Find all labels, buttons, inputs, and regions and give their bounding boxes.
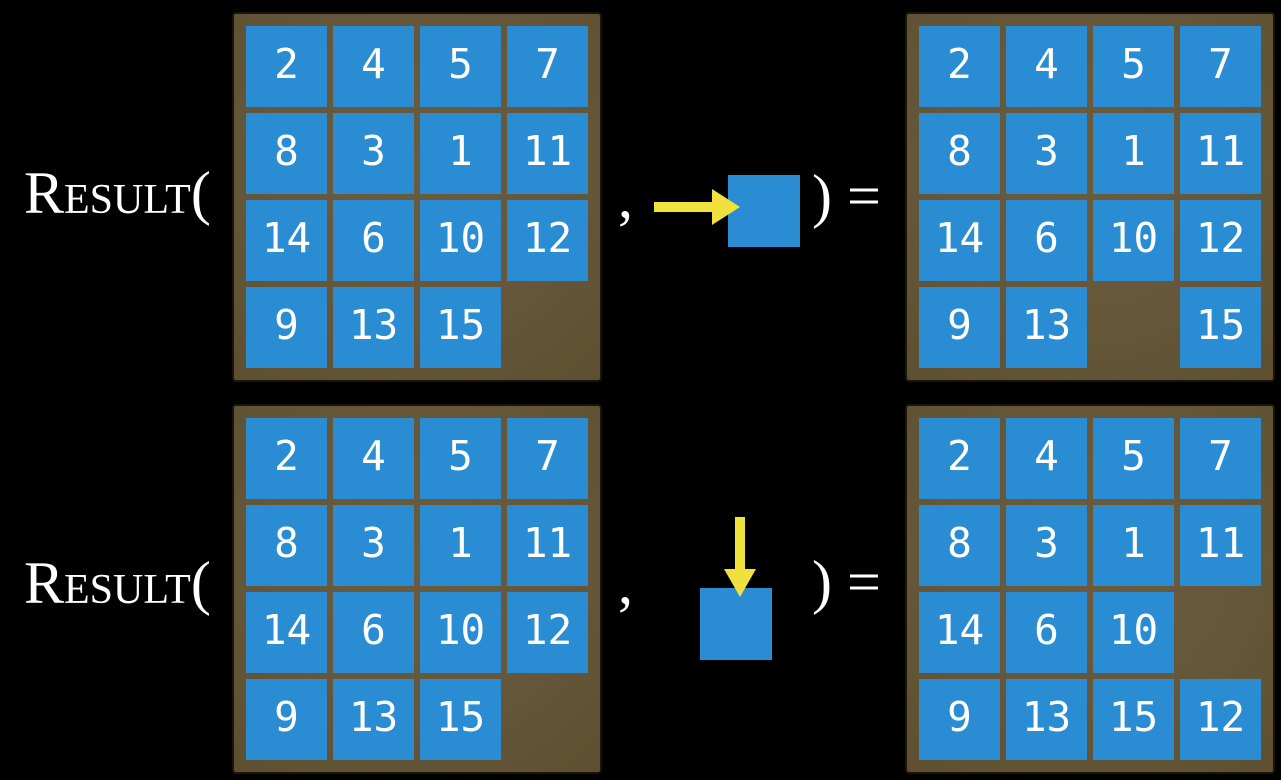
tile-11: 11 [507,505,588,586]
tile-5: 5 [1093,26,1174,107]
tile-2: 2 [919,418,1000,499]
close-paren-equals: ) = [812,549,881,615]
tile-13: 13 [333,679,414,760]
tile-12: 12 [507,200,588,281]
tile-4: 4 [1006,26,1087,107]
tile-2: 2 [246,418,327,499]
tile-2: 2 [919,26,1000,107]
empty-cell [1093,287,1174,368]
comma-separator: , [618,164,633,230]
tile-12: 12 [507,592,588,673]
tile-13: 13 [333,287,414,368]
tile-6: 6 [333,200,414,281]
tile-7: 7 [507,418,588,499]
result-function-label: Result( [24,160,211,226]
tile-11: 11 [507,113,588,194]
result-function-label: Result( [24,550,211,616]
tile-15: 15 [420,679,501,760]
tile-7: 7 [1180,418,1261,499]
comma-separator: , [618,550,633,616]
action-tile-square [728,175,800,247]
tile-3: 3 [1006,113,1087,194]
tile-9: 9 [246,287,327,368]
tile-4: 4 [333,418,414,499]
tile-1: 1 [420,505,501,586]
empty-cell [507,287,588,368]
tile-1: 1 [1093,505,1174,586]
empty-cell [1180,592,1261,673]
tile-3: 3 [333,505,414,586]
down-arrow-icon [724,517,756,597]
tile-9: 9 [919,679,1000,760]
tile-3: 3 [1006,505,1087,586]
tile-10: 10 [420,200,501,281]
tile-11: 11 [1180,505,1261,586]
tile-10: 10 [420,592,501,673]
tile-9: 9 [919,287,1000,368]
close-paren-equals: ) = [812,163,881,229]
tile-14: 14 [919,200,1000,281]
right-arrow-icon [654,189,740,225]
tile-10: 10 [1093,592,1174,673]
tile-15: 15 [1093,679,1174,760]
tile-15: 15 [420,287,501,368]
tile-13: 13 [1006,679,1087,760]
tile-1: 1 [1093,113,1174,194]
tile-10: 10 [1093,200,1174,281]
tile-9: 9 [246,679,327,760]
tile-8: 8 [246,505,327,586]
tile-5: 5 [420,26,501,107]
tile-2: 2 [246,26,327,107]
tile-15: 15 [1180,287,1261,368]
tile-1: 1 [420,113,501,194]
tile-8: 8 [919,505,1000,586]
tile-6: 6 [333,592,414,673]
tile-5: 5 [1093,418,1174,499]
tile-14: 14 [246,200,327,281]
tile-6: 6 [1006,200,1087,281]
tile-11: 11 [1180,113,1261,194]
tile-4: 4 [333,26,414,107]
tile-5: 5 [420,418,501,499]
tile-7: 7 [1180,26,1261,107]
tile-14: 14 [246,592,327,673]
tile-4: 4 [1006,418,1087,499]
tile-12: 12 [1180,679,1261,760]
tile-7: 7 [507,26,588,107]
action-tile-square [700,588,772,660]
tile-6: 6 [1006,592,1087,673]
tile-8: 8 [246,113,327,194]
tile-12: 12 [1180,200,1261,281]
tile-3: 3 [333,113,414,194]
tile-14: 14 [919,592,1000,673]
tile-13: 13 [1006,287,1087,368]
tile-8: 8 [919,113,1000,194]
empty-cell [507,679,588,760]
